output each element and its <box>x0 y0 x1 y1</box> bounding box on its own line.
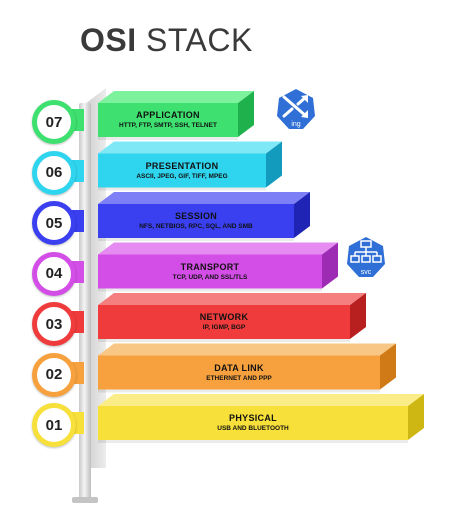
layer-block-01 <box>98 394 424 443</box>
layer-block-07 <box>98 91 254 140</box>
layer-top-face <box>98 343 396 356</box>
layer-protocols: HTTP, FTP, SMTP, SSH, TELNET <box>119 122 217 129</box>
layer-number-badge: 03 <box>32 302 76 346</box>
layer-top-face <box>98 141 282 154</box>
layer-front-face <box>98 204 294 238</box>
layer-label-07: APPLICATION HTTP, FTP, SMTP, SSH, TELNET <box>102 110 234 129</box>
layer-protocols: ETHERNET AND PPP <box>206 374 272 382</box>
layer-side-face <box>266 141 282 188</box>
layer-protocols: IP, IGMP, BGP <box>202 324 246 331</box>
layer-block-04 <box>98 242 338 292</box>
layer-label-03: NETWORK IP, IGMP, BGP <box>102 312 346 331</box>
layer-name: SESSION <box>174 211 218 221</box>
layer-name: TRANSPORT <box>180 261 240 272</box>
layer-block-03 <box>98 293 366 342</box>
layer-side-face <box>238 91 254 137</box>
layer-name: APPLICATION <box>136 110 200 120</box>
layer-number-badge: 04 <box>32 251 76 296</box>
layer-number-badge: 07 <box>32 100 76 144</box>
layer-shadow <box>98 389 380 393</box>
title-strong: OSI <box>80 22 137 58</box>
layer-side-face <box>350 293 366 339</box>
layer-protocols: TCP, UDP, AND SSL/TLS <box>172 273 248 281</box>
layer-top-face <box>98 394 424 406</box>
layer-protocols: USB AND BLUETOOTH <box>217 425 289 432</box>
layer-top-face <box>98 192 310 204</box>
layer-name: PHYSICAL <box>229 413 277 423</box>
layer-number-badge: 02 <box>32 352 76 397</box>
layer-block-06 <box>98 141 282 191</box>
service-icon: svc <box>342 232 390 282</box>
page-title: OSI STACK <box>80 22 253 59</box>
title-light: STACK <box>136 22 253 58</box>
layer-shadow <box>98 339 350 342</box>
ingress-icon-label: ing <box>291 121 300 128</box>
layer-label-01: PHYSICAL USB AND BLUETOOTH <box>102 413 404 432</box>
layer-block-02 <box>98 343 396 393</box>
layer-shadow <box>98 288 322 292</box>
layer-front-face <box>98 355 380 390</box>
layer-protocols: ASCII, JPEG, GIF, TIFF, MPEG <box>136 172 228 180</box>
layer-label-05: SESSION NFS, NETBIOS, RPC, SQL, AND SMB <box>102 211 290 230</box>
layer-shadow <box>98 137 238 140</box>
layer-front-face <box>98 254 322 289</box>
layer-front-face <box>98 103 238 137</box>
layer-protocols: NFS, NETBIOS, RPC, SQL, AND SMB <box>139 223 253 230</box>
layer-shadow <box>98 238 294 241</box>
layer-top-face <box>98 91 254 103</box>
layer-number-badge: 01 <box>32 403 76 447</box>
layer-front-face <box>98 305 350 339</box>
layer-top-face <box>98 242 338 255</box>
ingress-icon: ing <box>272 84 320 134</box>
layer-name: NETWORK <box>199 312 249 322</box>
layer-side-face <box>294 192 310 238</box>
layer-name: PRESENTATION <box>145 160 219 171</box>
stack-pole <box>79 103 91 503</box>
layer-block-05 <box>98 192 310 241</box>
layer-front-face <box>98 406 408 440</box>
layer-number-badge: 05 <box>32 201 76 245</box>
service-icon-label: svc <box>361 269 372 276</box>
layer-number-badge: 06 <box>32 150 76 195</box>
layer-top-face <box>98 293 366 305</box>
layer-shadow <box>98 187 266 191</box>
layer-side-face <box>322 242 338 289</box>
layer-shadow <box>98 440 408 443</box>
stack-pole-base <box>72 497 98 503</box>
layer-side-face <box>408 394 424 440</box>
layer-name: DATA LINK <box>214 362 264 373</box>
layer-front-face <box>98 153 266 188</box>
layer-side-face <box>380 343 396 390</box>
